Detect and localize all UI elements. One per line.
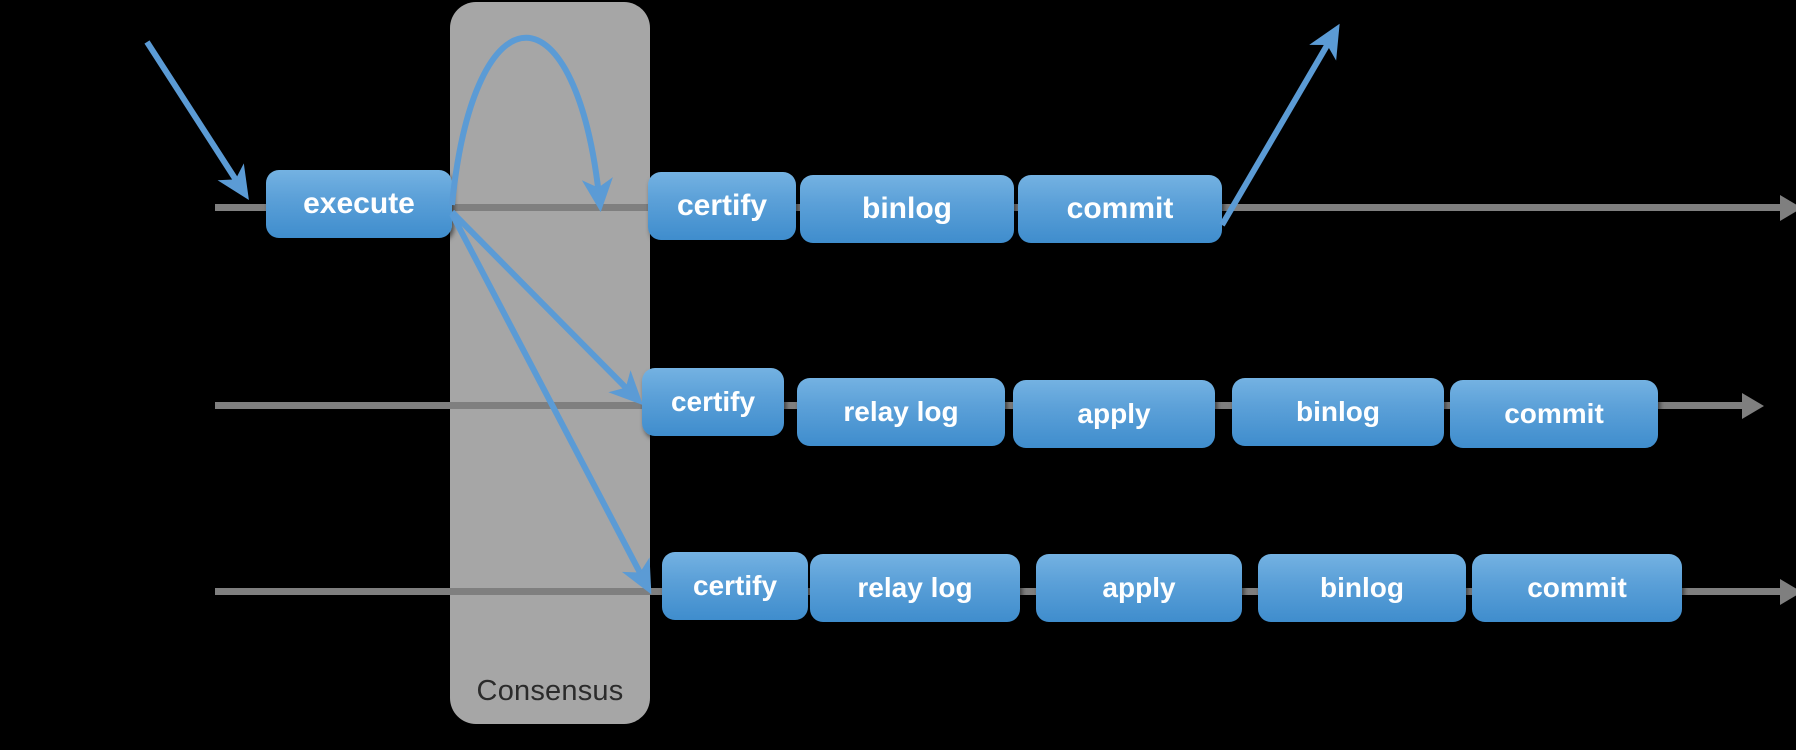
stage-apply-replica-row-1[interactable]: apply xyxy=(1013,380,1215,448)
stage-binlog-source-row[interactable]: binlog xyxy=(800,175,1014,243)
stage-label: binlog xyxy=(1320,572,1404,603)
stage-apply-replica-row-2[interactable]: apply xyxy=(1036,554,1242,622)
stage-relay-log-replica-row-1[interactable]: relay log xyxy=(797,378,1005,446)
consensus-band: Consensus xyxy=(450,2,650,724)
stage-certify-replica-row-1[interactable]: certify xyxy=(642,368,784,436)
stage-label: apply xyxy=(1077,398,1151,429)
stage-binlog-replica-row-2[interactable]: binlog xyxy=(1258,554,1466,622)
outgoing-response-arrow xyxy=(1219,23,1340,227)
consensus-label: Consensus xyxy=(476,675,624,707)
stage-label: relay log xyxy=(843,396,959,427)
stage-label: binlog xyxy=(1296,396,1380,427)
stage-label: apply xyxy=(1102,572,1176,603)
stage-label: commit xyxy=(1504,398,1604,429)
stage-binlog-replica-row-1[interactable]: binlog xyxy=(1232,378,1444,446)
stage-label: binlog xyxy=(862,192,952,225)
stage-label: commit xyxy=(1066,192,1174,225)
stage-commit-replica-row-1[interactable]: commit xyxy=(1450,380,1658,448)
stage-label: certify xyxy=(670,386,756,417)
stage-label: certify xyxy=(676,189,768,222)
stage-certify-replica-row-2[interactable]: certify xyxy=(662,552,808,620)
incoming-transaction-arrow xyxy=(144,40,249,201)
stage-commit-replica-row-2[interactable]: commit xyxy=(1472,554,1682,622)
stage-commit-source-row[interactable]: commit xyxy=(1018,175,1222,243)
stage-certify-source-row[interactable]: certify xyxy=(648,172,796,240)
stage-label: certify xyxy=(692,570,778,601)
timeline-row-1-arrowhead-icon xyxy=(1780,195,1796,221)
stage-label: relay log xyxy=(857,572,973,603)
timeline-row-3-arrowhead-icon xyxy=(1780,579,1796,605)
stage-label: execute xyxy=(303,187,415,220)
stage-relay-log-replica-row-2[interactable]: relay log xyxy=(810,554,1020,622)
stage-execute-source-row[interactable]: execute xyxy=(266,170,452,238)
stage-label: commit xyxy=(1527,572,1627,603)
timeline-row-2-arrowhead-icon xyxy=(1742,393,1764,419)
